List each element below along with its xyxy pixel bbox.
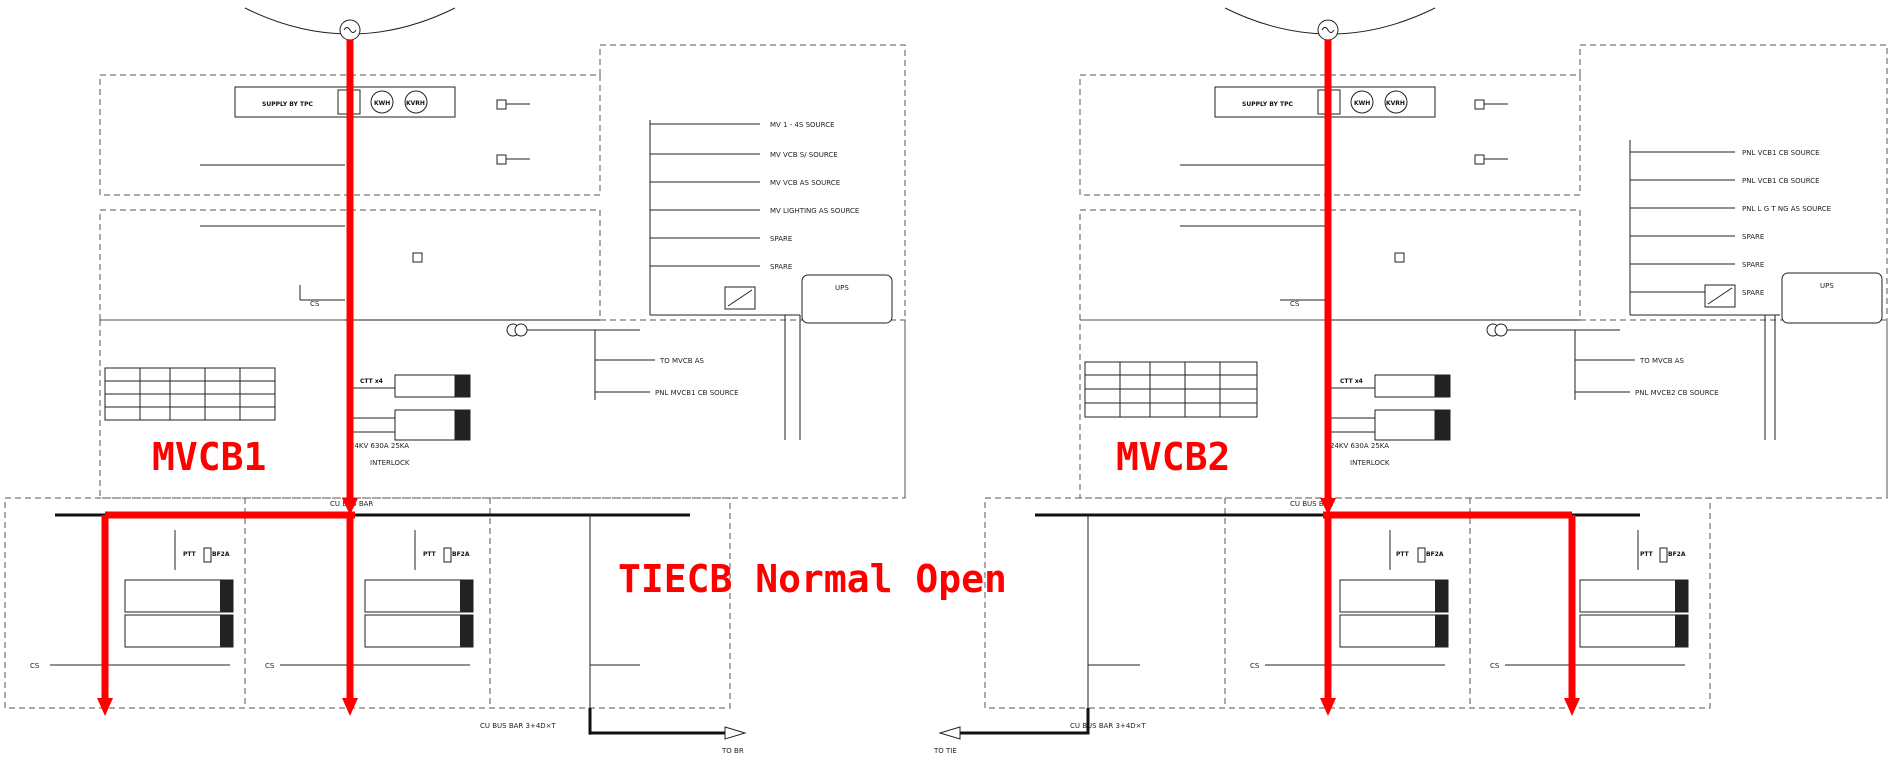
left-panel-feeder-2: PTT BF2A CS xyxy=(265,530,474,670)
right-kvrh-label: KVRH xyxy=(1386,100,1405,107)
left-relay-block: CTT x4 24KV 630A 25KA INTERLOCK xyxy=(350,374,471,467)
left-legend-table xyxy=(104,367,276,421)
left-bf-1: BF2A xyxy=(212,551,230,558)
left-lower-panel-box xyxy=(4,497,731,709)
left-cs-2: CS xyxy=(265,662,275,670)
right-supply-label: SUPPLY BY TPC xyxy=(1242,101,1293,108)
right-feeder-6: SPARE xyxy=(1742,289,1764,297)
left-feeder-6: SPARE xyxy=(770,263,792,271)
right-legend-table xyxy=(1084,361,1258,418)
right-ups-label: UPS xyxy=(1820,282,1834,290)
left-to-br-line xyxy=(588,708,725,735)
right-ptt-1: PTT xyxy=(1396,551,1410,558)
right-ptt-2: PTT xyxy=(1640,551,1654,558)
right-bus-bar-low: CU BUS BAR 3+4D×T xyxy=(1070,722,1147,730)
left-vcb-spec: 24KV 630A 25KA xyxy=(350,442,409,450)
right-outer-box xyxy=(1579,44,1888,498)
mvcb2-label: MVCB2 xyxy=(1116,435,1230,479)
left-supply-label: SUPPLY BY TPC xyxy=(262,101,313,108)
left-red-path xyxy=(97,40,358,716)
right-panel-feeder-2: PTT BF2A CS xyxy=(1490,530,1689,670)
right-relay-icon-1 xyxy=(1474,99,1485,110)
left-to-mvcb-label: TO MVCB AS xyxy=(659,357,705,365)
left-relay-icon-3 xyxy=(412,252,423,263)
left-ctt-label: CTT x4 xyxy=(360,378,383,385)
left-cs-label: CS xyxy=(310,300,320,308)
right-kwh-meter-icon xyxy=(1350,90,1374,114)
left-relay-icon-2 xyxy=(496,154,507,165)
to-tie-label: TO TIE xyxy=(933,747,957,755)
right-source-wave-icon xyxy=(1321,27,1335,33)
right-feeder-4: SPARE xyxy=(1742,233,1764,241)
right-bus-bar-label: CU BUS BAR xyxy=(1290,500,1333,508)
right-relay-block: CTT x4 24KV 630A 25KA INTERLOCK xyxy=(1330,374,1451,467)
right-mvcb-source-label: PNL MVCB2 CB SOURCE xyxy=(1635,389,1719,397)
left-ptt-2: PTT xyxy=(423,551,437,558)
to-br-label: TO BR xyxy=(721,747,744,755)
left-source-wave-icon xyxy=(343,27,357,33)
right-interlock: INTERLOCK xyxy=(1350,459,1390,467)
tiecb-label: TIECB Normal Open xyxy=(618,557,1007,601)
left-transformer-icon-b xyxy=(514,323,528,337)
right-bf-1: BF2A xyxy=(1426,551,1444,558)
right-transformer-icon-b xyxy=(1494,323,1508,337)
right-relay-icon-2 xyxy=(1474,154,1485,165)
right-cs-2: CS xyxy=(1490,662,1500,670)
left-relay-icon-1 xyxy=(496,99,507,110)
right-feeder-2: PNL VCB1 CB SOURCE xyxy=(1742,177,1820,185)
left-outer-box xyxy=(599,44,906,498)
right-vcb-spec: 24KV 630A 25KA xyxy=(1330,442,1389,450)
right-bf-2: BF2A xyxy=(1668,551,1686,558)
left-feeder-4: MV LIGHTING AS SOURCE xyxy=(770,207,859,215)
left-kwh-label: KWH xyxy=(374,100,390,107)
left-interlock: INTERLOCK xyxy=(370,459,410,467)
left-panel-feeder-1: PTT BF2A CS xyxy=(30,530,234,670)
right-lower-panel-box xyxy=(984,497,1711,709)
left-feeder-list: MV 1 - 4S SOURCE MV VCB S/ SOURCE MV VCB… xyxy=(650,121,859,271)
right-ups-note-box xyxy=(1781,272,1883,324)
left-feeder-5: SPARE xyxy=(770,235,792,243)
right-relay-icon-3 xyxy=(1394,252,1405,263)
left-feeder-1: MV 1 - 4S SOURCE xyxy=(770,121,835,129)
right-cs-label: CS xyxy=(1290,300,1300,308)
right-system: SUPPLY BY TPC KWH KVRH CS TO MVCB AS PNL… xyxy=(933,7,1888,755)
left-bus-bar-low: CU BUS BAR 3+4D×T xyxy=(480,722,557,730)
left-feeder-3: MV VCB AS SOURCE xyxy=(770,179,840,187)
right-ctt-label: CTT x4 xyxy=(1340,378,1363,385)
right-cs-1: CS xyxy=(1250,662,1260,670)
left-kwh-meter-icon xyxy=(370,90,394,114)
right-kwh-label: KWH xyxy=(1354,100,1370,107)
right-feeder-1: PNL VCB1 CB SOURCE xyxy=(1742,149,1820,157)
right-feeder-5: SPARE xyxy=(1742,261,1764,269)
right-to-tie-line xyxy=(960,708,1090,735)
left-to-br-arrow-icon xyxy=(724,726,747,740)
left-ups-label: UPS xyxy=(835,284,849,292)
right-red-path xyxy=(1320,40,1580,716)
right-panel-feeder-1: PTT BF2A CS xyxy=(1250,530,1449,670)
left-ups-note-box xyxy=(801,274,893,324)
left-kvrh-label: KVRH xyxy=(406,100,425,107)
left-feeder-2: MV VCB S/ SOURCE xyxy=(770,151,838,159)
right-feeder-3: PNL L G T NG AS SOURCE xyxy=(1742,205,1831,213)
left-ptt-1: PTT xyxy=(183,551,197,558)
left-bf-2: BF2A xyxy=(452,551,470,558)
left-cs-1: CS xyxy=(30,662,40,670)
mvcb1-label: MVCB1 xyxy=(152,435,266,479)
right-kvrh-meter-icon xyxy=(1384,90,1408,114)
left-system: SUPPLY BY TPC KWH KVRH CS TO MVCB AS PNL… xyxy=(4,7,906,755)
right-to-mvcb-label: TO MVCB AS xyxy=(1639,357,1685,365)
left-kvrh-meter-icon xyxy=(404,90,428,114)
right-feeder-list: PNL VCB1 CB SOURCE PNL VCB1 CB SOURCE PN… xyxy=(1630,149,1831,297)
right-to-tie-arrow-icon xyxy=(938,726,961,740)
left-mvcb-source-label: PNL MVCB1 CB SOURCE xyxy=(655,389,739,397)
